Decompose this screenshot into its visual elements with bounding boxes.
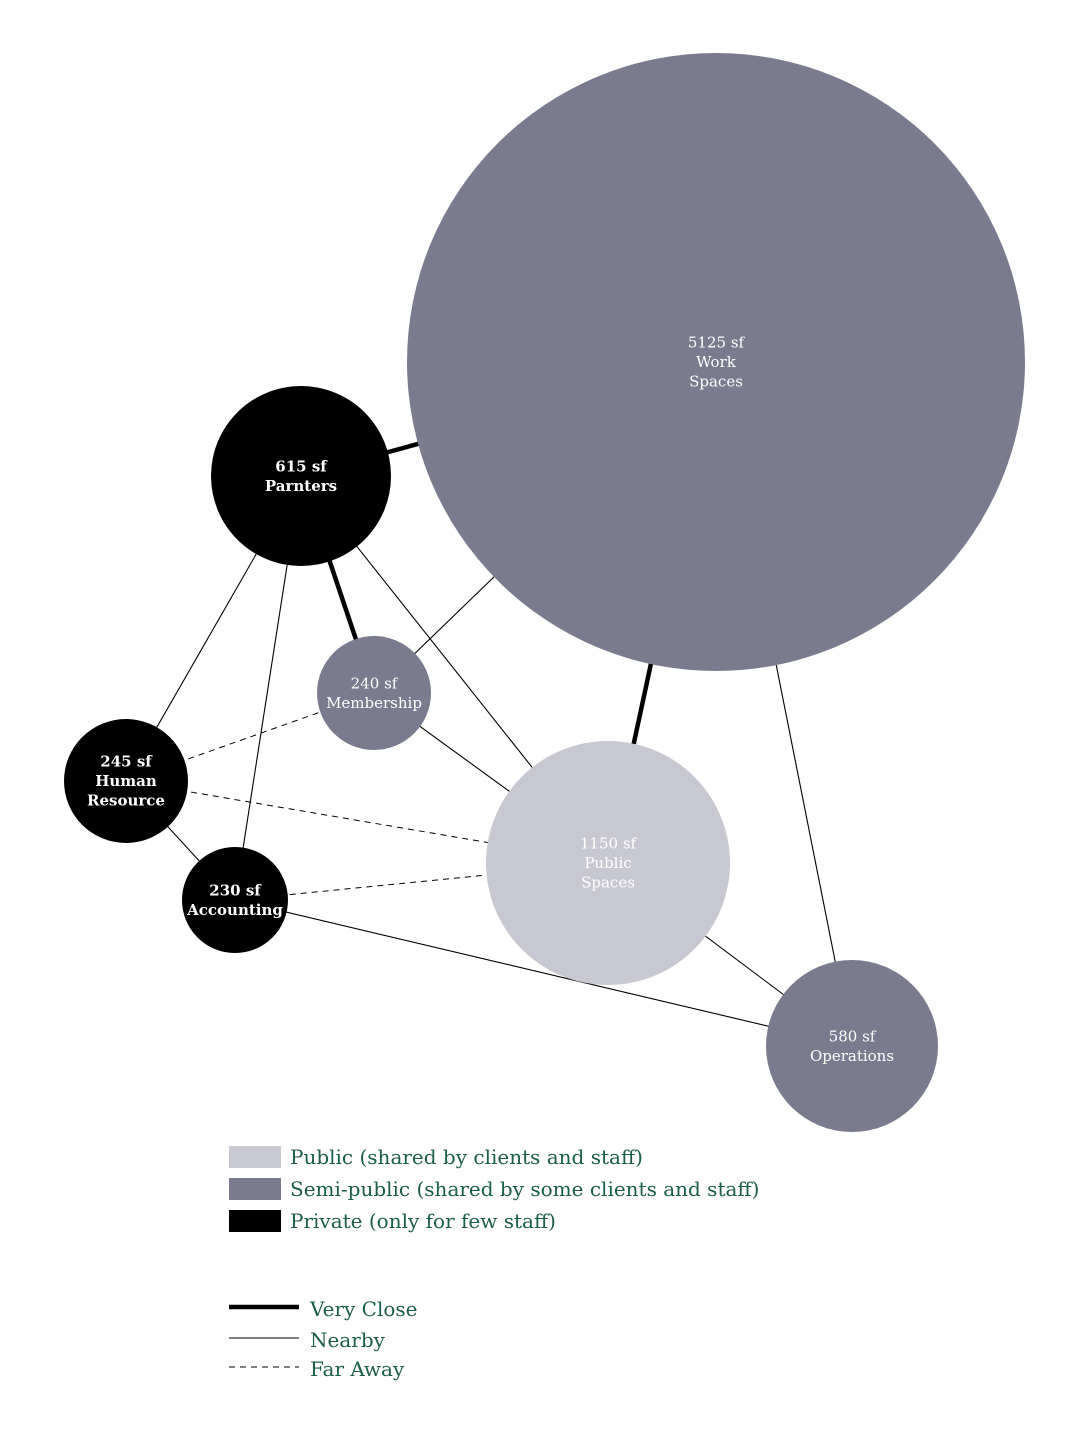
node-area-accounting: 230 sf	[209, 881, 262, 899]
legend-swatch-public	[229, 1146, 281, 1168]
legend-label-private: Private (only for few staff)	[290, 1209, 556, 1233]
node-name-work: Spaces	[689, 373, 743, 391]
node-membership: 240 sf Membership	[317, 636, 431, 750]
node-area-work: 5125 sf	[688, 334, 746, 352]
node-area-operations: 580 sf	[829, 1027, 877, 1045]
node-name-work: Work	[696, 353, 737, 371]
node-circle-membership	[317, 636, 431, 750]
link-accounting-operations	[234, 899, 853, 1047]
node-area-membership: 240 sf	[351, 674, 399, 692]
node-area-hr: 245 sf	[100, 753, 153, 771]
legend-line-label-very_close: Very Close	[309, 1297, 418, 1321]
node-name-hr: Resource	[87, 792, 165, 810]
node-name-public: Spaces	[581, 874, 635, 892]
node-name-hr: Human	[95, 772, 157, 790]
node-circle-work	[407, 53, 1025, 671]
node-accounting: 230 sf Accounting	[182, 847, 288, 953]
legend-line-label-far_away: Far Away	[310, 1357, 405, 1381]
legend-label-semi: Semi-public (shared by some clients and …	[290, 1177, 759, 1201]
node-circle-public	[486, 741, 730, 985]
node-name-operations: Operations	[810, 1047, 894, 1065]
legend-swatch-semi	[229, 1178, 281, 1200]
node-name-public: Public	[584, 854, 631, 872]
node-operations: 580 sf Operations	[766, 960, 938, 1132]
legend-label-public: Public (shared by clients and staff)	[290, 1145, 643, 1169]
node-name-accounting: Accounting	[186, 901, 283, 919]
legend: Public (shared by clients and staff) Semi…	[229, 1145, 759, 1381]
node-circle-partners	[211, 386, 391, 566]
node-circle-operations	[766, 960, 938, 1132]
node-area-public: 1150 sf	[580, 835, 638, 853]
node-partners: 615 sf Parnters	[211, 386, 391, 566]
legend-line-label-nearby: Nearby	[310, 1328, 386, 1352]
node-name-membership: Membership	[326, 694, 422, 712]
node-circle-accounting	[182, 847, 288, 953]
node-name-partners: Parnters	[265, 477, 337, 495]
node-area-partners: 615 sf	[275, 457, 328, 475]
legend-swatch-private	[229, 1210, 281, 1232]
node-circle-hr	[64, 719, 188, 843]
